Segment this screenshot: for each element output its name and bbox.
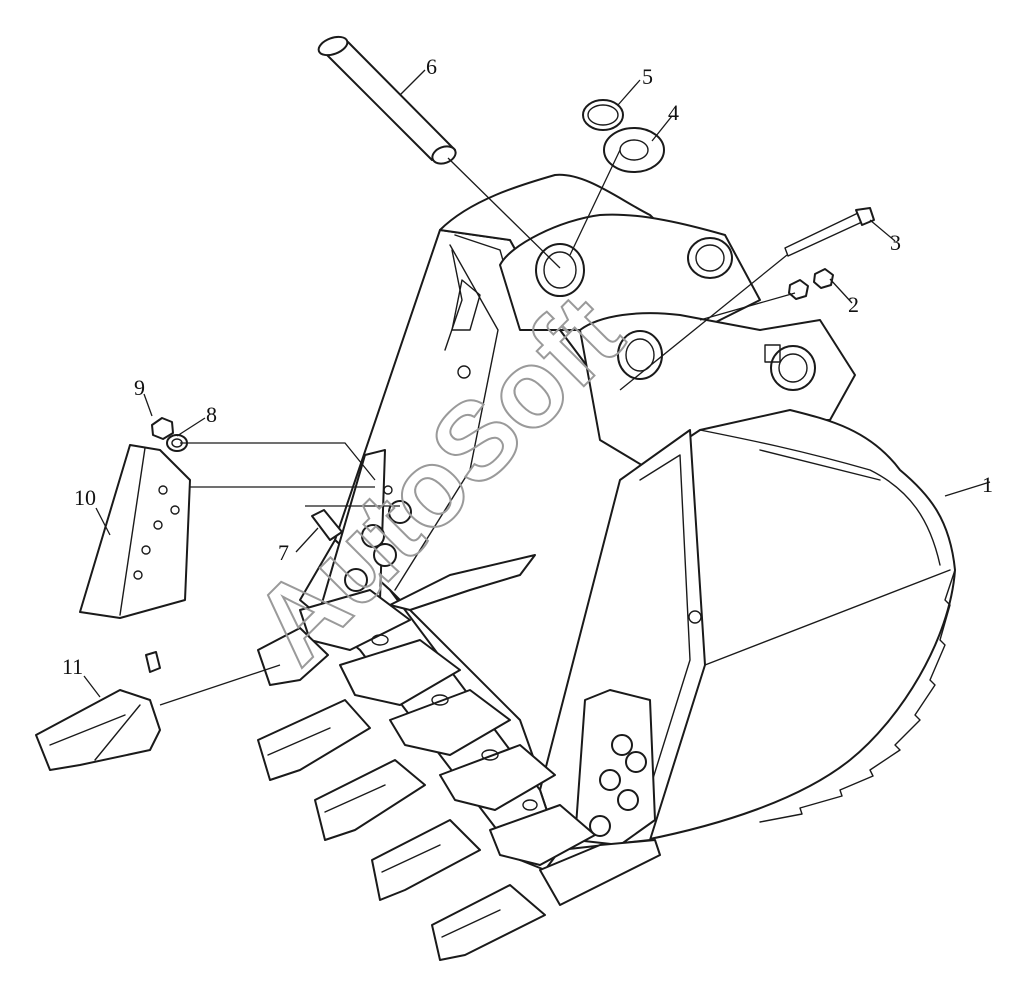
part-11-tooth bbox=[35, 651, 161, 771]
part-9-nut bbox=[151, 417, 174, 440]
callout-10: 10 bbox=[74, 485, 96, 510]
bucket-teeth bbox=[257, 589, 596, 961]
callout-5: 5 bbox=[642, 64, 653, 89]
pin-bosses bbox=[383, 237, 816, 624]
callout-11: 11 bbox=[62, 654, 83, 679]
part-3-bolt bbox=[784, 207, 875, 257]
callout-8: 8 bbox=[206, 402, 217, 427]
callout-7: 7 bbox=[278, 540, 289, 565]
callout-6: 6 bbox=[426, 54, 437, 79]
callout-9: 9 bbox=[134, 375, 145, 400]
part-10-side-cutter bbox=[79, 444, 191, 619]
callout-labels: 1 2 3 4 5 6 7 8 9 10 11 bbox=[62, 54, 993, 679]
part-2-nuts bbox=[788, 268, 834, 300]
part-5-o-ring bbox=[582, 99, 624, 131]
part-7-bolt bbox=[311, 509, 343, 541]
right-cutter-bolts bbox=[589, 734, 647, 837]
left-cutter-bolts bbox=[344, 500, 412, 592]
part-4-shim bbox=[603, 127, 665, 173]
callout-3: 3 bbox=[890, 230, 901, 255]
callout-1: 1 bbox=[982, 472, 993, 497]
part-6-pin bbox=[317, 35, 457, 165]
callout-4: 4 bbox=[668, 100, 679, 125]
leader-lines bbox=[83, 69, 991, 706]
callout-2: 2 bbox=[848, 292, 859, 317]
